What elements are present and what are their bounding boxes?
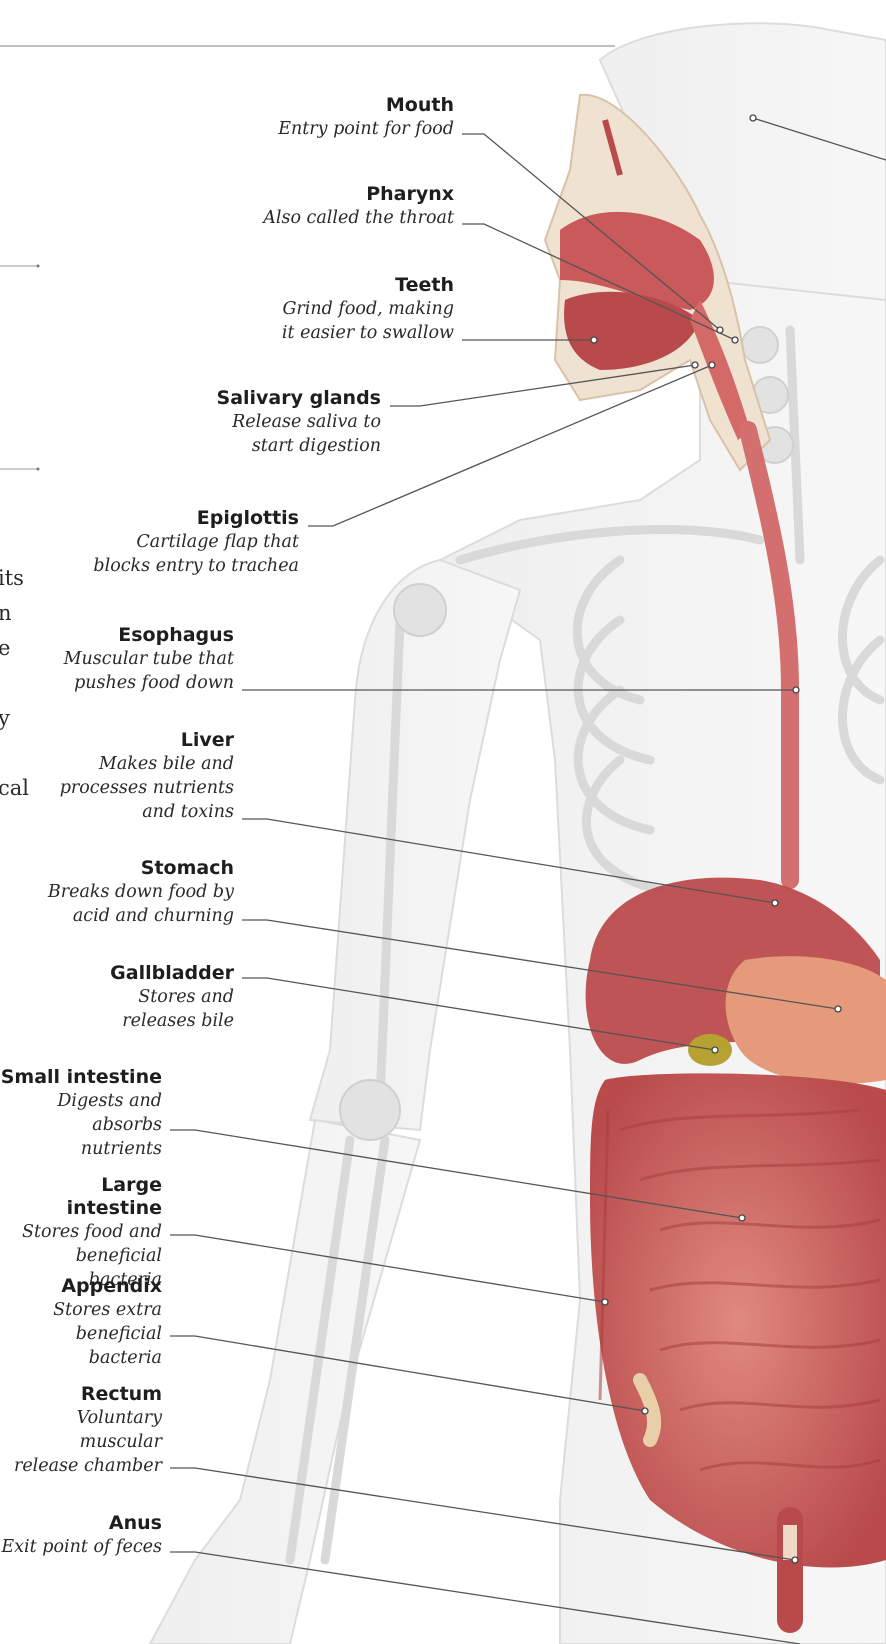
label-esophagus: Esophagus Muscular tube that pushes food… — [64, 624, 234, 695]
label-epiglottis: Epiglottis Cartilage flap that blocks en… — [93, 507, 299, 578]
label-desc: Release saliva to start digestion — [217, 410, 381, 458]
label-gallbladder: Gallbladder Stores and releases bile — [110, 962, 234, 1033]
label-desc: Breaks down food by acid and churning — [48, 880, 234, 928]
label-name: Rectum — [14, 1383, 162, 1406]
label-desc: Grind food, making it easier to swallow — [282, 297, 454, 345]
gallbladder-shape — [688, 1034, 732, 1066]
label-desc: Entry point for food — [278, 117, 454, 141]
label-name: Pharynx — [263, 183, 454, 206]
label-name: Large intestine — [0, 1174, 162, 1220]
label-desc: Stores and releases bile — [110, 985, 234, 1033]
label-appendix: Appendix Stores extra beneficial bacteri… — [0, 1275, 162, 1370]
side-rule-1-dot — [37, 265, 40, 268]
label-name: Teeth — [282, 274, 454, 297]
cropped-body-text: its n e y cal — [0, 561, 29, 806]
label-rectum: Rectum Voluntary muscular release chambe… — [14, 1383, 162, 1478]
label-name: Stomach — [48, 857, 234, 880]
label-desc: Muscular tube that pushes food down — [64, 647, 234, 695]
label-desc: Makes bile and processes nutrients and t… — [60, 752, 234, 824]
label-liver: Liver Makes bile and processes nutrients… — [60, 729, 234, 824]
label-salivary-glands: Salivary glands Release saliva to start … — [217, 387, 381, 458]
label-name: Epiglottis — [93, 507, 299, 530]
label-desc: Exit point of feces — [1, 1535, 162, 1559]
label-pharynx: Pharynx Also called the throat — [263, 183, 454, 230]
label-name: Small intestine — [0, 1066, 162, 1089]
label-stomach: Stomach Breaks down food by acid and chu… — [48, 857, 234, 928]
label-teeth: Teeth Grind food, making it easier to sw… — [282, 274, 454, 345]
label-desc: Cartilage flap that blocks entry to trac… — [93, 530, 299, 578]
label-name: Appendix — [0, 1275, 162, 1298]
label-name: Anus — [1, 1512, 162, 1535]
label-small-intestine: Small intestine Digests and absorbs nutr… — [0, 1066, 162, 1161]
label-name: Esophagus — [64, 624, 234, 647]
label-anus: Anus Exit point of feces — [1, 1512, 162, 1559]
label-desc: Voluntary muscular release chamber — [14, 1406, 162, 1478]
label-desc: Also called the throat — [263, 206, 454, 230]
label-desc: Digests and absorbs nutrients — [0, 1089, 162, 1161]
label-name: Mouth — [278, 94, 454, 117]
label-name: Liver — [60, 729, 234, 752]
label-name: Salivary glands — [217, 387, 381, 410]
label-mouth: Mouth Entry point for food — [278, 94, 454, 141]
side-rule-2-dot — [37, 468, 40, 471]
label-desc: Stores extra beneficial bacteria — [0, 1298, 162, 1370]
label-name: Gallbladder — [110, 962, 234, 985]
